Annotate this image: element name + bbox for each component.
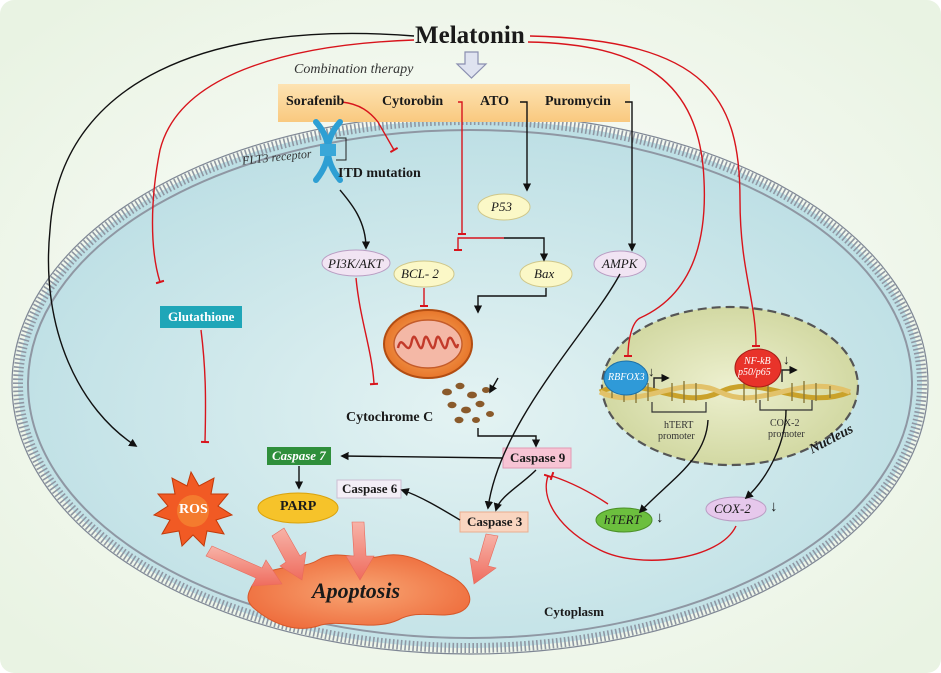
htert-promoter-bracket [651,402,707,413]
cox2-promoter-line2: promoter [768,429,805,440]
cell-membrane-inner [27,129,913,639]
rbfox3-down-arrow: ↓ [648,364,655,379]
cox2-tss-arrow [781,365,798,382]
sorafenib-inhibits-itd [341,101,399,153]
caspase3-to-caspase6-arrow [400,488,461,521]
htert-label: hTERT [604,512,641,527]
cox2-label: COX-2 [714,501,751,516]
glutathione-inhibits-ros [200,329,210,444]
promoter-to-cox2-arrow [744,409,787,500]
caspase6-label: Caspase 6 [342,481,398,496]
inhibition-arrows [151,35,761,561]
bax-label: Bax [534,266,555,281]
cytorobin-inhibits-bcl2-path [457,101,467,236]
cell-body [18,120,922,648]
ampk-to-caspase3-arrow [484,273,621,510]
pi3k-label: PI3K/AKT [328,256,383,271]
flt3-to-pi3k-arrow [339,189,371,250]
cytochrome-to-caspase9-arrow [477,428,541,448]
caspase7-label: Caspase 7 [272,448,326,463]
melatonin-inhibits-glutathione [151,39,415,285]
htert-inhibits-caspase9 [549,471,609,505]
drug-ato: ATO [480,94,510,109]
dna-strand-b [598,383,851,401]
htert-tss-arrow [653,373,670,388]
melatonin-inhibits-rbfox3 [527,41,706,358]
flt3-receptor-icon [313,119,347,183]
cytoplasm-label: Cytoplasm [544,604,604,619]
ampk-label: AMPK [602,256,638,271]
puromycin-to-ampk-arrow [625,101,637,252]
caspase9-to-caspase7-arrow [340,451,504,461]
p53-label: P53 [491,199,512,214]
cell-membrane-outer [13,115,927,653]
drug-puromycin: Puromycin [545,94,611,109]
melatonin-down-arrow [455,51,488,79]
melatonin-to-ros-arrow [47,32,415,447]
ato-to-p53-arrow [520,101,532,192]
pi3k-node [321,249,391,277]
cytochrome-dots [442,382,494,424]
bax-to-mito-arrow [473,288,547,314]
pi3k-inhibits-cytochrome [355,277,379,386]
caspase7-node [267,447,331,465]
nfkb-label-line1: NF-kB [744,356,771,367]
cox2-promoter-line1: COX-2 [770,418,800,429]
htert-down-arrow: ↓ [656,510,664,526]
itd-mutation-label: ITD mutation [338,166,421,181]
melatonin-inhibits-nfkb [529,35,761,348]
apoptosis-arrows [205,521,499,587]
parp-label: PARP [280,499,317,514]
drug-bar [278,84,630,122]
htert-promoter-line1: hTERT [664,420,694,431]
drug-cytorobin: Cytorobin [382,94,444,109]
p53-to-bax-arrow [504,237,549,262]
combination-therapy-label: Combination therapy [294,62,414,77]
caspase9-label: Caspase 9 [510,450,566,465]
drug-sorafenib: Sorafenib [286,94,345,109]
activation-arrows [47,32,787,521]
cox2-down-arrow: ↓ [770,499,778,515]
nfkb-label-line2: p50/p65 [738,367,771,378]
apoptosis-label: Apoptosis [312,578,401,603]
nfkb-down-arrow: ↓ [783,352,790,367]
rbfox3-label: RBFOX3 [608,372,645,383]
cox2-inhibits-caspase9 [543,473,737,561]
glutathione-label: Glutathione [168,309,235,324]
htert-node [595,507,653,533]
htert-promoter-line2: promoter [658,431,695,442]
cytochrome-label: Cytochrome C [346,410,434,425]
glutathione-node [160,306,242,328]
promoter-to-htert-arrow [638,419,709,514]
ros-label: ROS [179,502,208,517]
rbfox3-node [603,360,649,396]
melatonin-title: Melatonin [415,22,525,49]
mitochondria-icon [383,309,473,379]
caspase3-label: Caspase 3 [467,514,523,529]
mito-to-cytochrome-arrow [489,377,499,394]
caspase9-to-caspase3-arrow [493,469,537,512]
bcl2-node [393,260,455,288]
p53-node [477,193,531,221]
apoptosis-blob [247,554,471,629]
ros-core [177,495,209,527]
nfkb-node [734,348,782,388]
p53-inhibits-bcl2 [453,237,504,252]
bcl2-label: BCL- 2 [401,266,439,281]
cox2-node [705,496,767,522]
caspase3-node [459,511,529,533]
parp-node [257,492,339,524]
ampk-node [593,250,647,278]
